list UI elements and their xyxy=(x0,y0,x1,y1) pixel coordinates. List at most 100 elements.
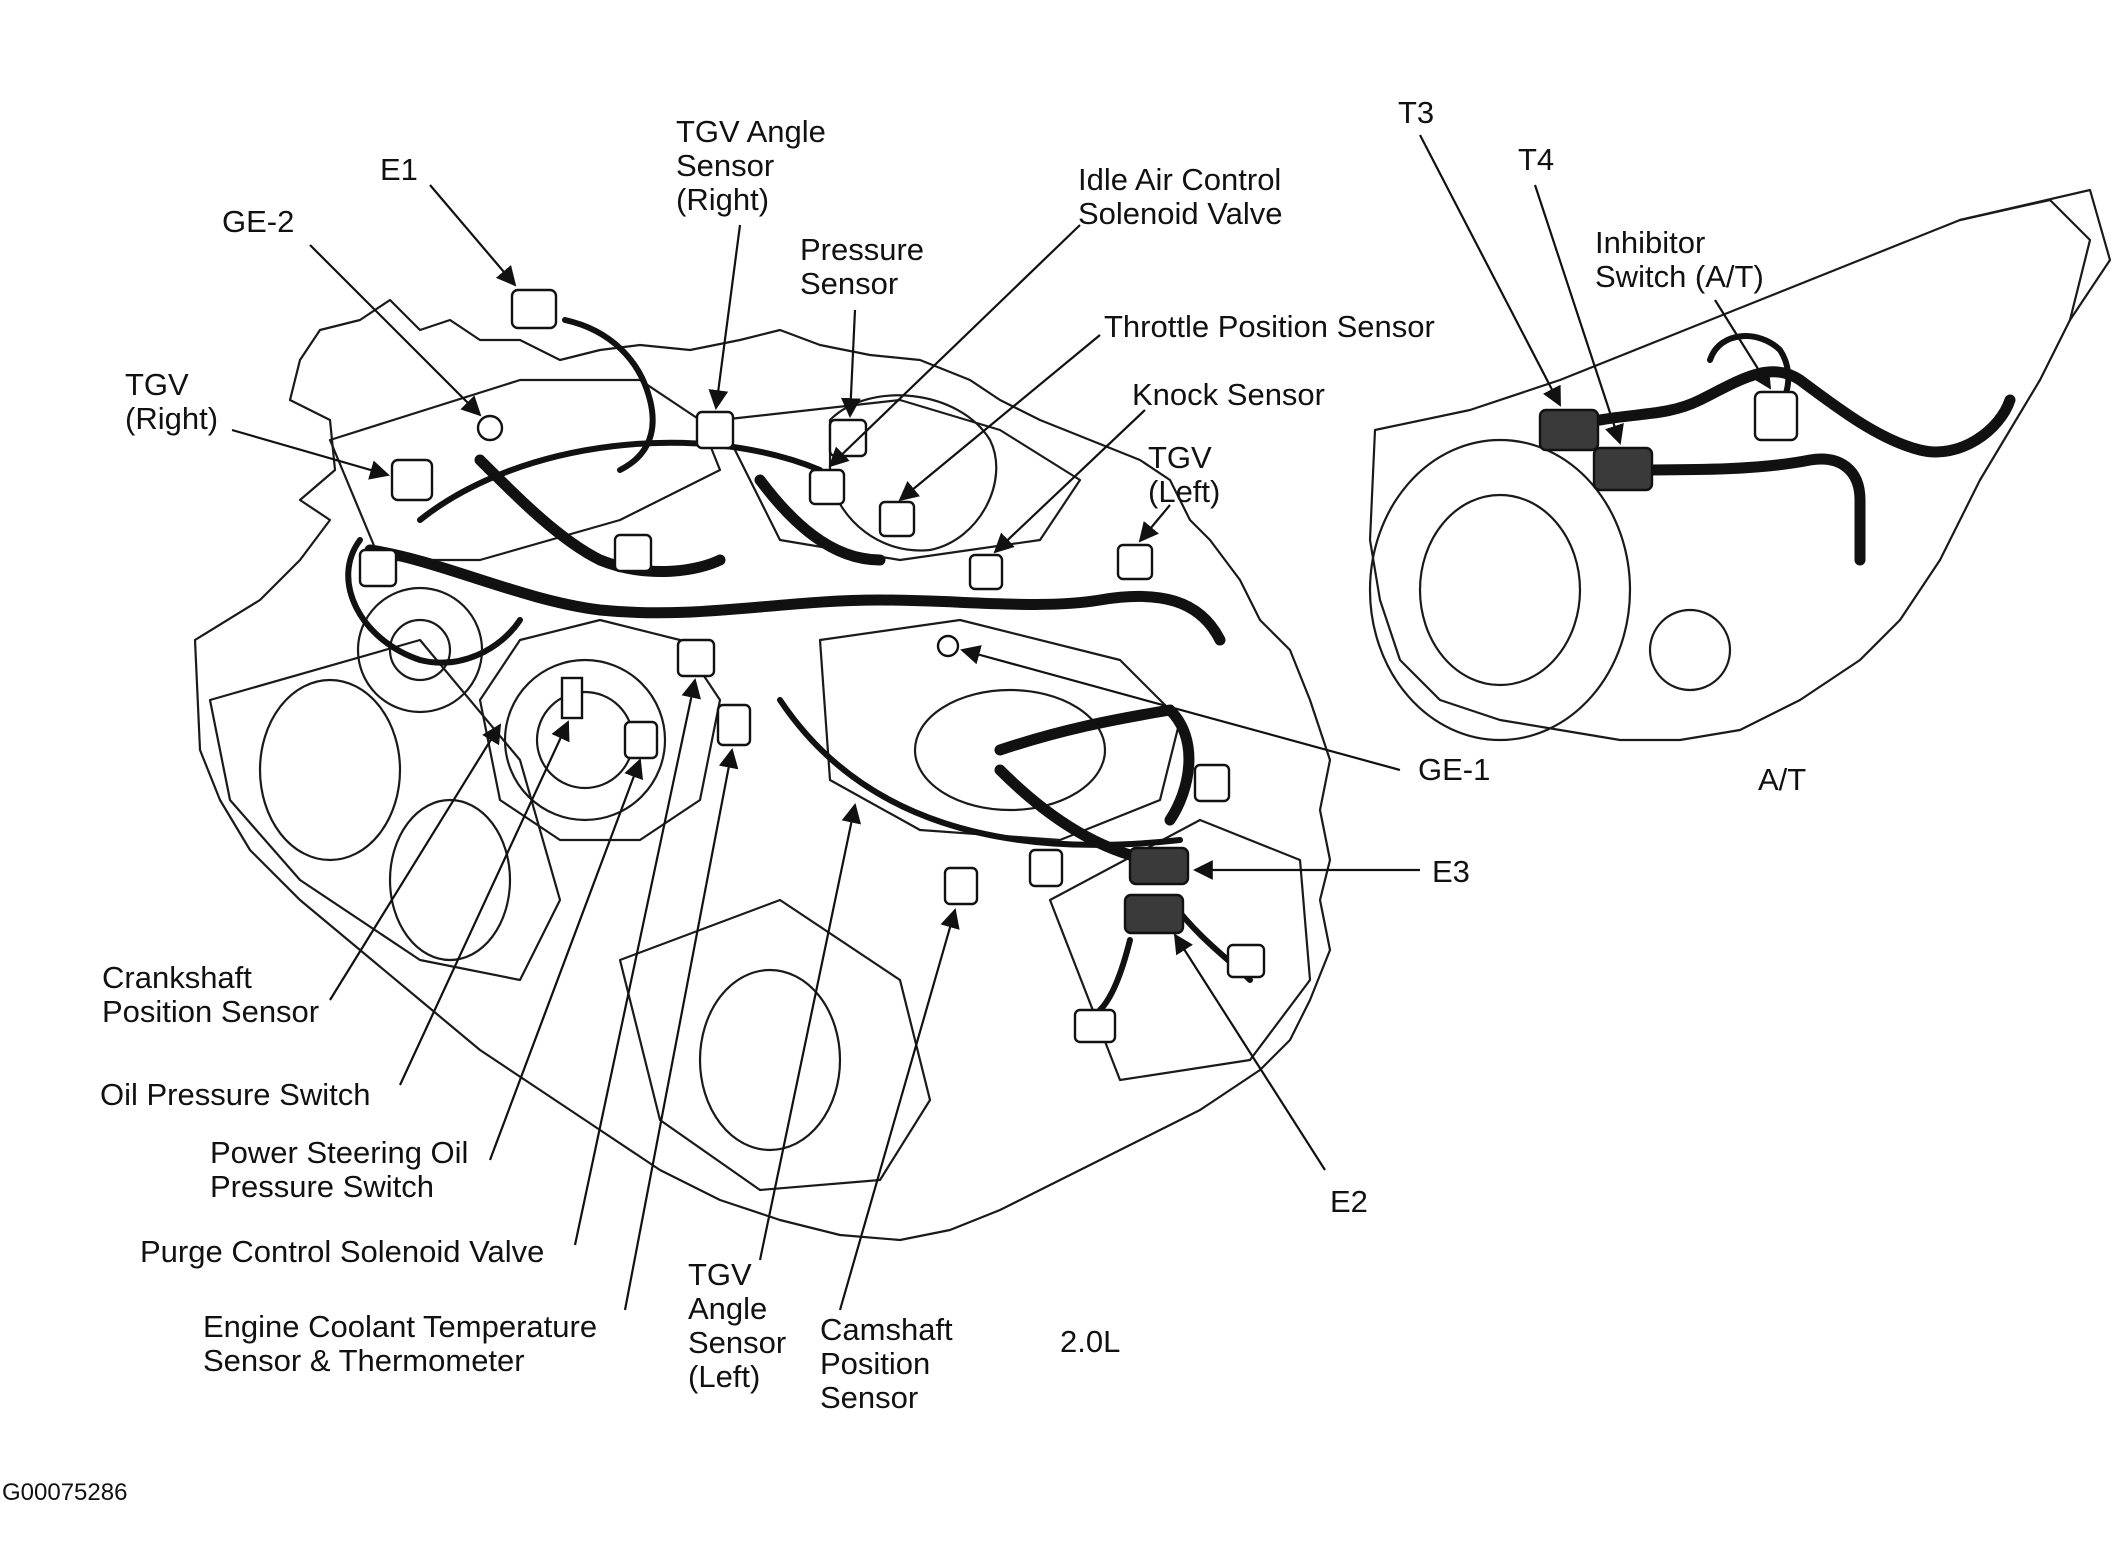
connector-lower-mid xyxy=(1028,848,1064,888)
leader-pressure-sensor xyxy=(840,309,861,418)
torque-converter-inner xyxy=(1418,493,1582,687)
connector-lower-end xyxy=(1073,1008,1117,1044)
connector-idle-air xyxy=(808,468,846,506)
connector-right-bank xyxy=(1193,763,1231,803)
harness-branch-throttle xyxy=(754,474,886,566)
label-oil-pressure-switch: Oil Pressure Switch xyxy=(100,1077,370,1112)
leader-tgv-left xyxy=(1138,504,1171,543)
label-e3: E3 xyxy=(1432,854,1470,889)
transmission-housing xyxy=(1368,198,2092,742)
leader-power-steering xyxy=(488,758,644,1161)
harness-ring-left xyxy=(417,439,823,523)
label-transmission-caption: A/T xyxy=(1758,762,1806,797)
leader-e2 xyxy=(1173,933,1326,1171)
leader-coolant xyxy=(623,748,739,1311)
label-coolant-temp-sensor: Engine Coolant Temperature Sensor & Ther… xyxy=(203,1309,606,1378)
connector-tgv-angle-left xyxy=(716,703,752,747)
cylinder-head-left xyxy=(208,638,562,982)
engine-block-outline xyxy=(193,298,1332,1242)
harness-ring-right xyxy=(777,697,1183,848)
main-harness-trunk xyxy=(364,544,1226,646)
label-tgv-left: TGV (Left) xyxy=(1148,440,1220,509)
connector-inhibitor-switch xyxy=(1753,390,1799,442)
label-purge-control-valve: Purge Control Solenoid Valve xyxy=(140,1234,544,1269)
leader-t3 xyxy=(1419,134,1561,407)
connector-tgv-left xyxy=(1116,543,1154,581)
leader-crankshaft xyxy=(329,723,502,1001)
output-boss xyxy=(1648,608,1732,692)
label-t4: T4 xyxy=(1518,142,1554,177)
crank-pulley xyxy=(356,586,484,714)
right-bank-cover xyxy=(818,618,1182,842)
timing-cover xyxy=(478,618,722,842)
connector-e1 xyxy=(510,288,558,330)
engine-connectors xyxy=(358,288,1266,1044)
engine-illustration xyxy=(193,298,1332,1242)
crank-pulley-inner xyxy=(388,618,452,682)
connector-t3 xyxy=(1538,408,1600,452)
label-pressure-sensor: Pressure Sensor xyxy=(800,232,933,301)
transmission-harness xyxy=(1554,366,2016,458)
leader-throttle-position xyxy=(898,334,1101,502)
leader-oil-pressure xyxy=(399,720,570,1086)
harness-left-loop xyxy=(345,537,523,666)
connector-throttle-position xyxy=(878,500,916,538)
leader-idle-air xyxy=(828,224,1081,468)
label-knock-sensor: Knock Sensor xyxy=(1132,377,1325,412)
torque-converter-bell xyxy=(1368,438,1632,742)
label-engine-caption: 2.0L xyxy=(1060,1324,1120,1359)
connector-knock-sensor xyxy=(968,553,1004,591)
connector-e2 xyxy=(1123,893,1185,935)
throttle-body xyxy=(828,394,998,552)
leader-inhibitor xyxy=(1714,299,1772,390)
cylinder-bore xyxy=(388,798,512,962)
connector-e2-lead-end xyxy=(1226,943,1266,979)
connector-oil-pressure xyxy=(560,676,584,720)
intake-plenum xyxy=(328,378,722,562)
connector-t4 xyxy=(1592,446,1654,492)
idler-pulley xyxy=(503,658,667,822)
connector-tgv-right xyxy=(390,458,434,502)
label-ge1: GE-1 xyxy=(1418,752,1490,787)
label-e2: E2 xyxy=(1330,1184,1368,1219)
label-tgv-angle-sensor-left: TGV Angle Sensor (Left) xyxy=(688,1257,795,1394)
intake-plenum-right xyxy=(718,398,1082,562)
leader-lines xyxy=(231,134,1772,1311)
label-ge2: GE-2 xyxy=(222,204,294,239)
label-camshaft-position-sensor: Camshaft Position Sensor xyxy=(820,1312,961,1415)
leader-ge2 xyxy=(309,244,482,417)
idler-pulley-inner xyxy=(535,690,635,790)
ground-ge1 xyxy=(936,634,960,658)
label-figure-id: G00075286 xyxy=(2,1479,127,1506)
leader-tgv-right xyxy=(231,428,390,480)
cylinder-bore xyxy=(258,678,402,862)
label-tgv-angle-sensor-right: TGV Angle Sensor (Right) xyxy=(676,114,835,217)
connector-coolant xyxy=(623,720,659,760)
leader-camshaft xyxy=(838,908,960,1311)
connector-purge xyxy=(676,638,716,678)
leader-tgv-angle-left xyxy=(758,803,862,1261)
label-t3: T3 xyxy=(1398,95,1434,130)
label-idle-air-control: Idle Air Control Solenoid Valve xyxy=(1078,162,1290,231)
leader-tgv-angle-right xyxy=(708,224,742,410)
cylinder-head-lower xyxy=(618,898,932,1192)
label-tgv-right: TGV (Right) xyxy=(125,367,218,436)
block-right-side xyxy=(1048,818,1312,1082)
harness-branch-right-bank xyxy=(994,704,1195,826)
callout-labels: TGV Angle Sensor (Right) E1 GE-2 TGV (Ri… xyxy=(2,95,1806,1506)
connector-crank-left xyxy=(358,548,398,588)
label-inhibitor-switch: Inhibitor Switch (A/T) xyxy=(1595,225,1764,294)
transmission-illustration xyxy=(1368,188,2112,742)
leader-e1 xyxy=(429,184,517,287)
connector-camshaft xyxy=(943,866,979,906)
harness-lower-lead xyxy=(1097,937,1133,1013)
connector-e3 xyxy=(1128,846,1190,886)
transmission-harness-branch xyxy=(1614,453,1866,566)
cylinder-bore xyxy=(698,968,842,1152)
ground-ge2 xyxy=(476,414,504,442)
tail-housing xyxy=(1958,188,2112,322)
leader-ge1 xyxy=(960,645,1401,772)
leader-purge xyxy=(573,678,701,1246)
leader-t4 xyxy=(1533,184,1624,445)
